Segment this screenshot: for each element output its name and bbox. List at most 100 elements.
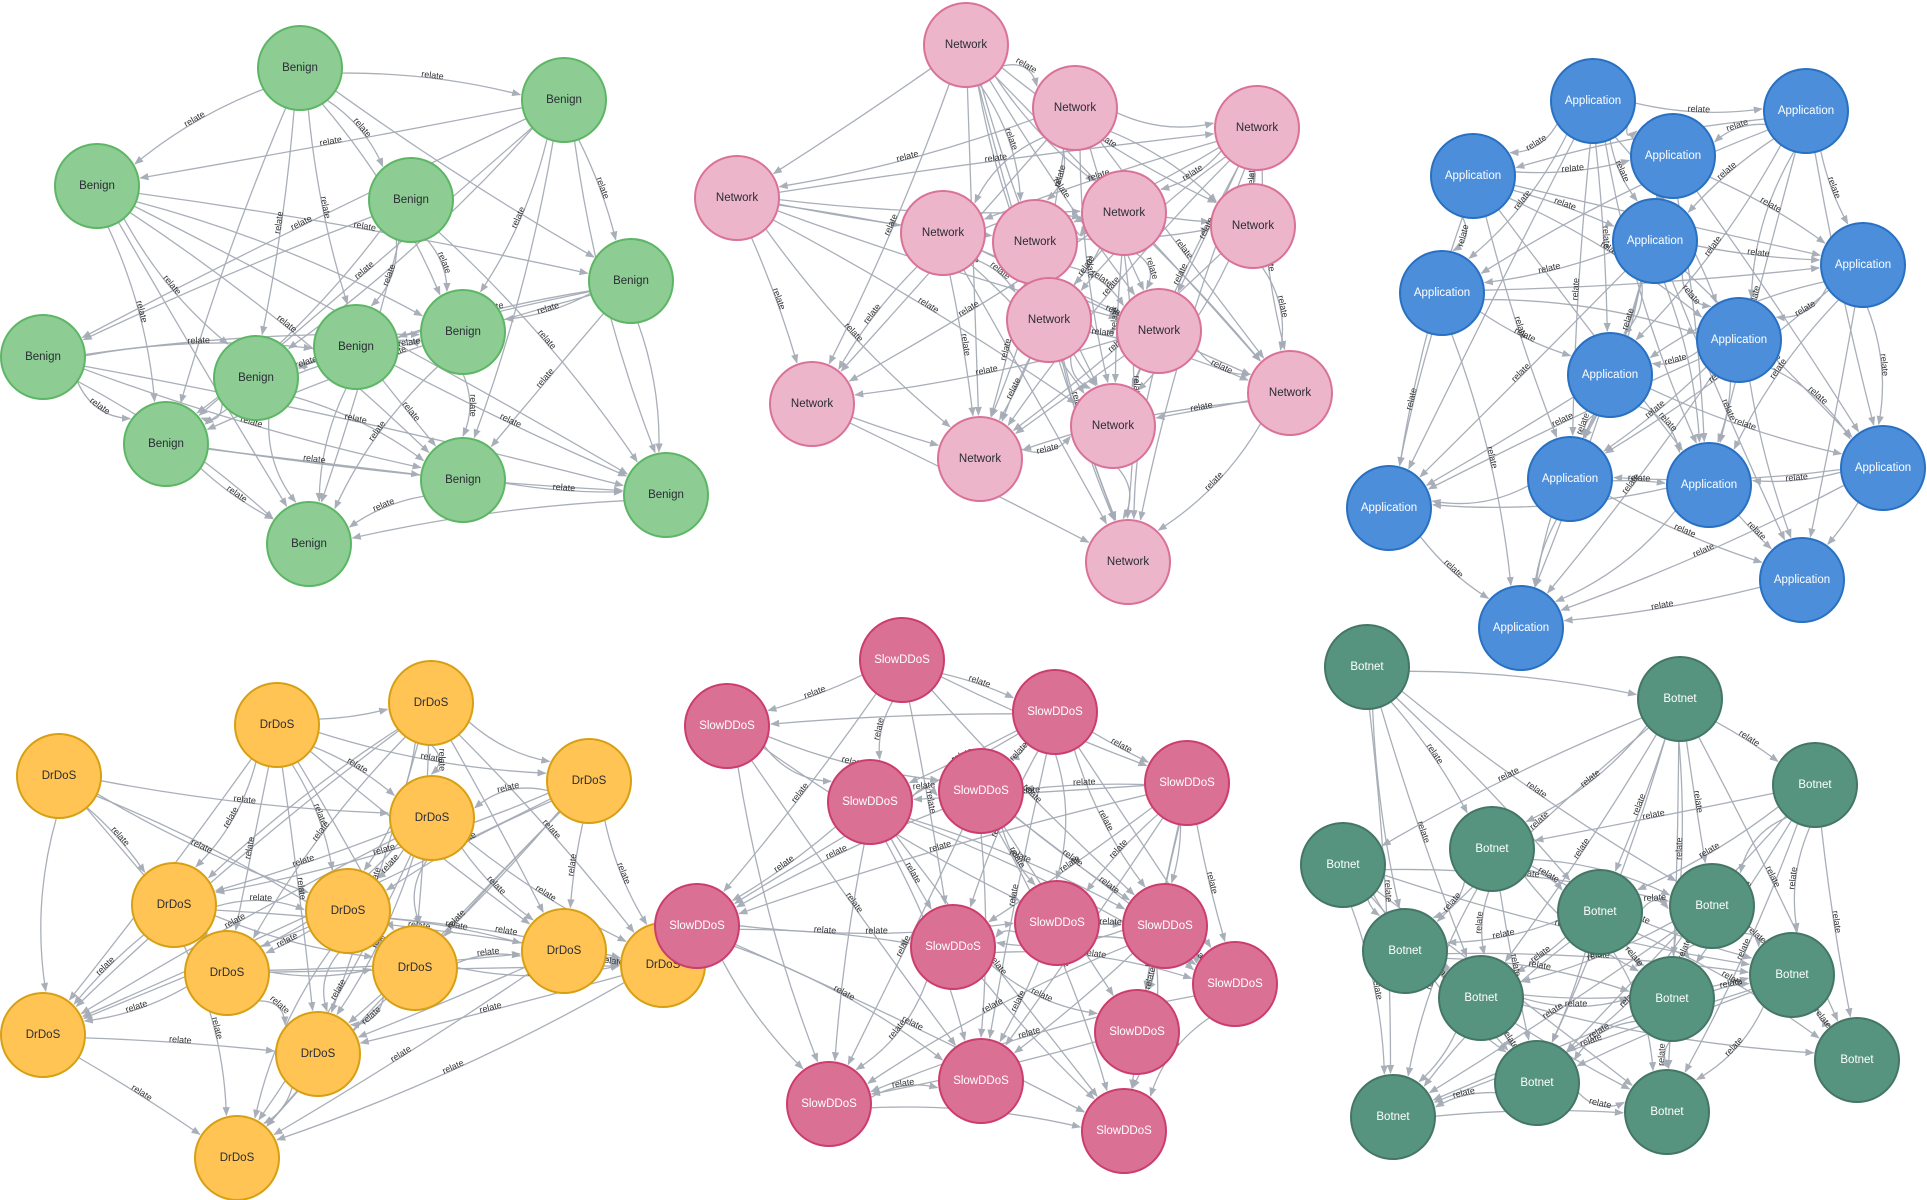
botnet-relationship-edge[interactable] xyxy=(1436,726,1650,922)
drdos-relationship-edge[interactable] xyxy=(207,728,399,879)
benign-node[interactable]: Benign xyxy=(313,304,399,390)
slowddos-relationship-edge[interactable] xyxy=(767,674,863,712)
application-node[interactable]: Application xyxy=(1430,133,1516,219)
application-relationship-edge[interactable] xyxy=(1397,333,1433,467)
slowddos-node[interactable]: SlowDDoS xyxy=(1012,669,1098,755)
benign-relationship-edge[interactable] xyxy=(260,109,295,336)
application-relationship-edge[interactable] xyxy=(1512,189,1615,227)
application-node[interactable]: Application xyxy=(1612,198,1698,284)
drdos-relationship-edge[interactable] xyxy=(567,822,584,909)
slowddos-relationship-edge[interactable] xyxy=(1147,966,1156,991)
application-relationship-edge[interactable] xyxy=(1509,122,1558,157)
application-relationship-edge[interactable] xyxy=(1751,471,1842,485)
botnet-relationship-edge[interactable] xyxy=(1641,899,1669,911)
botnet-relationship-edge[interactable] xyxy=(1661,1040,1671,1069)
botnet-relationship-edge[interactable] xyxy=(1626,944,1645,967)
drdos-node[interactable]: DrDoS xyxy=(546,738,632,824)
application-relationship-edge[interactable] xyxy=(1687,137,1775,213)
slowddos-relationship-edge[interactable] xyxy=(763,745,833,785)
slowddos-node[interactable]: SlowDDoS xyxy=(1144,740,1230,826)
application-node[interactable]: Application xyxy=(1346,465,1432,551)
drdos-node[interactable]: DrDoS xyxy=(131,862,217,948)
slowddos-relationship-edge[interactable] xyxy=(911,786,938,799)
network-node[interactable]: Network xyxy=(769,361,855,447)
benign-relationship-edge[interactable] xyxy=(334,90,595,258)
application-node-circle[interactable] xyxy=(1478,585,1564,671)
benign-node[interactable]: Benign xyxy=(368,157,454,243)
drdos-node[interactable]: DrDoS xyxy=(388,660,474,746)
botnet-relationship-edge[interactable] xyxy=(1504,733,1658,963)
slowddos-relationship-edge[interactable] xyxy=(999,960,1040,1043)
botnet-node[interactable]: Botnet xyxy=(1350,1074,1436,1160)
drdos-relationship-edge[interactable] xyxy=(96,793,309,894)
network-relationship-edge[interactable] xyxy=(975,258,1016,293)
network-node-circle[interactable] xyxy=(1081,170,1167,256)
drdos-relationship-edge[interactable] xyxy=(252,736,407,939)
slowddos-node[interactable]: SlowDDoS xyxy=(827,759,913,845)
network-relationship-edge[interactable] xyxy=(772,219,1077,404)
benign-relationship-edge[interactable] xyxy=(326,99,384,168)
application-relationship-edge[interactable] xyxy=(1866,306,1884,426)
benign-relationship-edge[interactable] xyxy=(370,239,398,307)
botnet-relationship-edge[interactable] xyxy=(1712,980,1750,992)
botnet-node-circle[interactable] xyxy=(1629,956,1715,1042)
application-relationship-edge[interactable] xyxy=(1651,350,1699,369)
slowddos-relationship-edge[interactable] xyxy=(1196,823,1226,943)
network-relationship-edge[interactable] xyxy=(988,79,1135,296)
benign-relationship-edge[interactable] xyxy=(315,387,347,503)
network-node[interactable]: Network xyxy=(1116,288,1202,374)
network-relationship-edge[interactable] xyxy=(1001,66,1217,204)
application-relationship-edge[interactable] xyxy=(1563,586,1761,624)
network-relationship-edge[interactable] xyxy=(963,269,1107,525)
slowddos-node-circle[interactable] xyxy=(786,1061,872,1147)
application-node-circle[interactable] xyxy=(1399,250,1485,336)
botnet-node-circle[interactable] xyxy=(1814,1017,1900,1103)
botnet-node[interactable]: Botnet xyxy=(1629,956,1715,1042)
drdos-relationship-edge[interactable] xyxy=(78,1056,201,1135)
application-relationship-edge[interactable] xyxy=(1609,139,1638,202)
drdos-relationship-edge[interactable] xyxy=(376,848,405,879)
benign-node-circle[interactable] xyxy=(123,401,209,487)
application-relationship-edge[interactable] xyxy=(1479,310,1572,357)
drdos-relationship-edge[interactable] xyxy=(357,966,526,1038)
application-node[interactable]: Application xyxy=(1527,436,1613,522)
slowddos-relationship-edge[interactable] xyxy=(733,945,944,1061)
application-relationship-edge[interactable] xyxy=(1547,373,1715,594)
application-relationship-edge[interactable] xyxy=(1649,387,1843,456)
slowddos-node-circle[interactable] xyxy=(1094,989,1180,1075)
network-node-circle[interactable] xyxy=(1032,65,1118,151)
application-relationship-edge[interactable] xyxy=(1483,298,1697,334)
benign-relationship-edge[interactable] xyxy=(462,373,471,437)
application-node-circle[interactable] xyxy=(1527,436,1613,522)
benign-relationship-edge[interactable] xyxy=(82,215,373,341)
botnet-node[interactable]: Botnet xyxy=(1749,932,1835,1018)
slowddos-node-circle[interactable] xyxy=(1012,669,1098,755)
botnet-node-circle[interactable] xyxy=(1669,863,1755,949)
network-node[interactable]: Network xyxy=(1210,183,1296,269)
drdos-node-circle[interactable] xyxy=(372,925,458,1011)
network-relationship-edge[interactable] xyxy=(1117,467,1131,520)
botnet-relationship-edge[interactable] xyxy=(1792,826,1811,933)
slowddos-relationship-edge[interactable] xyxy=(855,979,928,1071)
drdos-relationship-edge[interactable] xyxy=(458,733,635,933)
network-relationship-edge[interactable] xyxy=(1196,348,1252,379)
benign-relationship-edge[interactable] xyxy=(135,200,423,317)
network-relationship-edge[interactable] xyxy=(1157,422,1262,531)
application-relationship-edge[interactable] xyxy=(1480,129,1769,274)
application-relationship-edge[interactable] xyxy=(1611,478,1666,486)
drdos-node-circle[interactable] xyxy=(184,930,270,1016)
application-relationship-edge[interactable] xyxy=(1450,333,1514,587)
slowddos-node[interactable]: SlowDDoS xyxy=(1192,941,1278,1027)
benign-relationship-edge[interactable] xyxy=(348,495,425,528)
benign-node-circle[interactable] xyxy=(213,335,299,421)
drdos-node-circle[interactable] xyxy=(131,862,217,948)
network-node[interactable]: Network xyxy=(1006,277,1092,363)
slowddos-relationship-edge[interactable] xyxy=(1010,742,1027,761)
botnet-relationship-edge[interactable] xyxy=(1380,706,1468,958)
network-relationship-edge[interactable] xyxy=(1261,266,1286,351)
botnet-relationship-edge[interactable] xyxy=(1432,880,1466,919)
slowddos-node-circle[interactable] xyxy=(1014,880,1100,966)
network-node-circle[interactable] xyxy=(900,190,986,276)
network-node[interactable]: Network xyxy=(900,190,986,276)
network-relationship-edge[interactable] xyxy=(1068,265,1124,307)
